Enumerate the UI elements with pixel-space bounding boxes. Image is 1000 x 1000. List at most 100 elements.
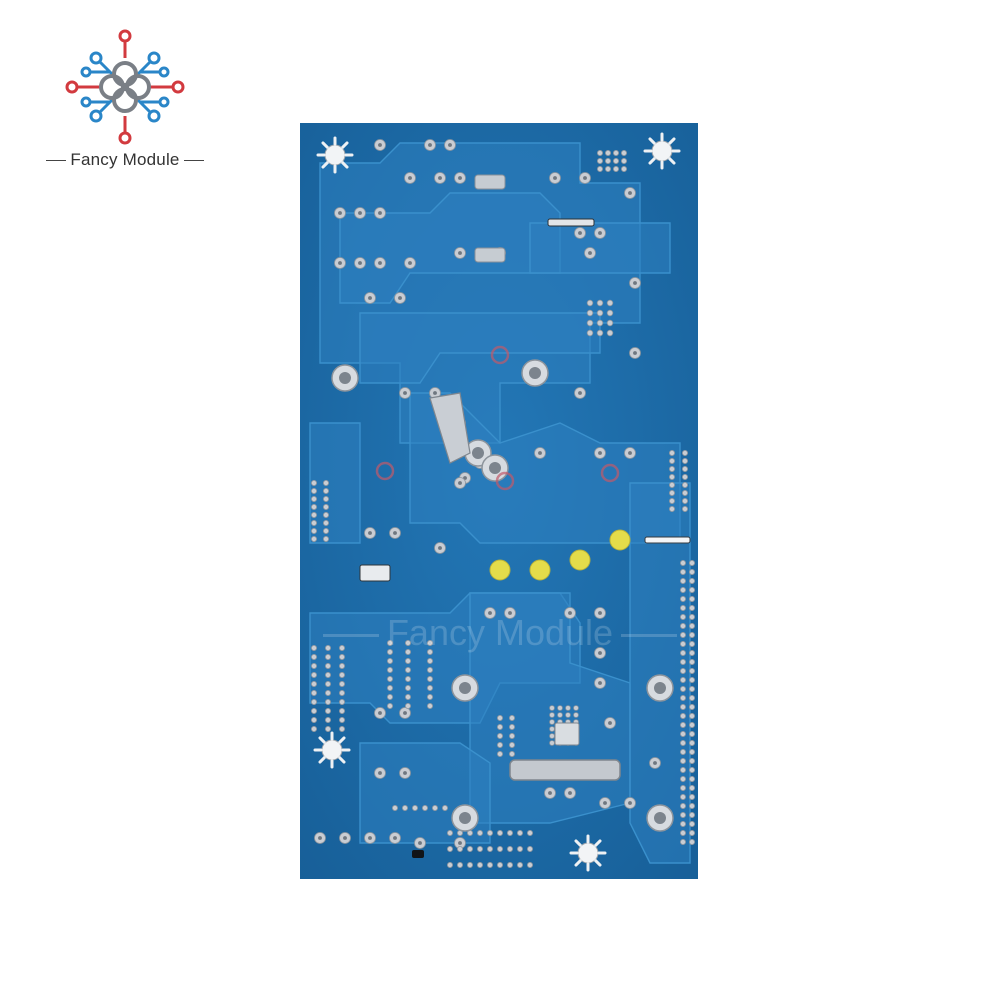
solder-pad bbox=[324, 663, 331, 670]
solder-pad bbox=[405, 667, 412, 674]
pad-hole bbox=[378, 211, 382, 215]
solder-pad bbox=[688, 713, 695, 720]
solder-pad bbox=[604, 166, 611, 173]
pad-hole bbox=[403, 771, 407, 775]
solder-pad bbox=[476, 846, 483, 853]
solder-pad bbox=[681, 457, 688, 464]
solder-pad bbox=[688, 568, 695, 575]
pad-hole bbox=[628, 191, 632, 195]
pad-hole bbox=[598, 651, 602, 655]
solder-pad bbox=[679, 758, 686, 765]
mounting-hole-tab bbox=[648, 157, 656, 165]
solder-pad bbox=[427, 640, 434, 647]
circuit-logo-icon bbox=[65, 29, 185, 145]
solder-pad bbox=[688, 731, 695, 738]
solder-pad bbox=[310, 503, 317, 510]
mounting-hole-tab bbox=[594, 839, 602, 847]
pcb-board bbox=[300, 123, 698, 879]
solder-pad bbox=[310, 495, 317, 502]
solder-pad bbox=[516, 846, 523, 853]
solder-pad bbox=[596, 319, 604, 327]
solder-pad bbox=[565, 712, 571, 718]
large-pad-hole bbox=[489, 462, 501, 474]
solder-pad bbox=[322, 511, 329, 518]
solder-pad bbox=[549, 719, 555, 725]
pad-hole bbox=[358, 211, 362, 215]
solder-pad bbox=[387, 676, 394, 683]
mounting-hole-tab bbox=[574, 859, 582, 867]
large-pad-hole bbox=[459, 812, 471, 824]
mounting-hole-tab bbox=[594, 859, 602, 867]
pad-hole bbox=[538, 451, 542, 455]
solder-pad bbox=[679, 803, 686, 810]
highlight-pad bbox=[529, 559, 551, 581]
smd-component bbox=[412, 850, 424, 858]
solder-pad bbox=[679, 722, 686, 729]
solder-pad bbox=[679, 641, 686, 648]
pad-hole bbox=[578, 391, 582, 395]
solder-pad bbox=[596, 149, 603, 156]
solder-pad bbox=[606, 309, 614, 317]
copper-trace bbox=[629, 482, 691, 864]
solder-pad bbox=[679, 839, 686, 846]
solder-pad bbox=[549, 726, 555, 732]
solder-pad bbox=[441, 805, 448, 812]
solder-pad bbox=[688, 704, 695, 711]
solder-pad bbox=[688, 559, 695, 566]
solder-pad bbox=[679, 595, 686, 602]
copper-trace bbox=[409, 392, 681, 544]
solder-pad bbox=[496, 715, 503, 722]
solder-pad bbox=[405, 640, 412, 647]
solder-pad bbox=[402, 805, 409, 812]
solder-pad bbox=[310, 708, 317, 715]
solder-pad bbox=[506, 830, 513, 837]
solder-pad bbox=[496, 733, 503, 740]
solder-pad bbox=[679, 659, 686, 666]
solder-pad bbox=[668, 481, 675, 488]
solder-pad bbox=[339, 717, 346, 724]
solder-pad bbox=[405, 676, 412, 683]
solder-pad bbox=[688, 722, 695, 729]
solder-pad bbox=[557, 712, 563, 718]
solder-pad bbox=[431, 805, 438, 812]
solder-pad bbox=[679, 794, 686, 801]
solder-pad bbox=[612, 166, 619, 173]
pad-hole bbox=[338, 261, 342, 265]
solder-pad bbox=[679, 704, 686, 711]
solder-pad bbox=[688, 758, 695, 765]
solder-pad bbox=[565, 705, 571, 711]
solder-pad bbox=[586, 299, 594, 307]
solder-pad bbox=[679, 631, 686, 638]
large-pad-hole bbox=[654, 812, 666, 824]
large-pad-hole bbox=[654, 682, 666, 694]
pad-hole bbox=[378, 143, 382, 147]
solder-pad bbox=[506, 846, 513, 853]
solder-pad bbox=[387, 640, 394, 647]
blade-contact bbox=[547, 218, 595, 227]
solder-pad bbox=[427, 703, 434, 710]
solder-pad bbox=[612, 149, 619, 156]
solder-pad bbox=[620, 149, 627, 156]
solder-pad bbox=[688, 785, 695, 792]
solder-pad bbox=[688, 668, 695, 675]
solder-pad bbox=[496, 862, 503, 869]
mounting-holes bbox=[313, 132, 681, 872]
solder-pad bbox=[310, 726, 317, 733]
solder-pad bbox=[412, 805, 419, 812]
pad-hole bbox=[343, 836, 347, 840]
mounting-hole-tab bbox=[341, 161, 349, 169]
solder-pad bbox=[681, 481, 688, 488]
solder-pad bbox=[324, 717, 331, 724]
solder-pad bbox=[688, 776, 695, 783]
solder-pad bbox=[392, 805, 399, 812]
mounting-hole-tab bbox=[668, 157, 676, 165]
solder-pad bbox=[679, 713, 686, 720]
solder-pad bbox=[310, 690, 317, 697]
solder-pad bbox=[679, 740, 686, 747]
pad-hole bbox=[608, 721, 612, 725]
metal-shunt-bar bbox=[509, 759, 621, 781]
pad-hole bbox=[403, 391, 407, 395]
solder-pad bbox=[324, 708, 331, 715]
solder-pad bbox=[466, 846, 473, 853]
solder-pad bbox=[310, 717, 317, 724]
